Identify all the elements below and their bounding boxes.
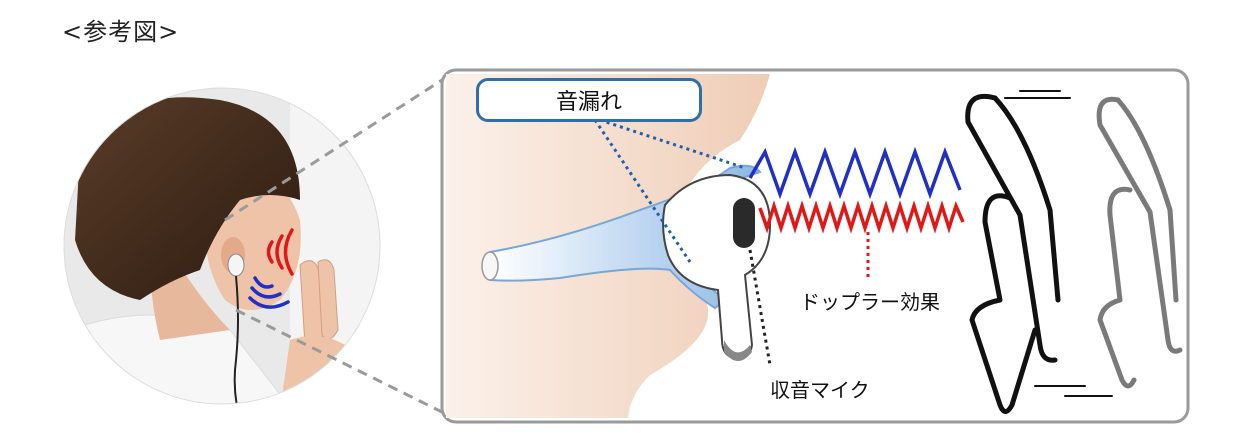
red-sound-wave [758, 200, 965, 234]
photo-circle-border [63, 87, 381, 405]
blue-sound-wave [748, 146, 962, 200]
doppler-effect-label: ドップラー効果 [800, 290, 940, 314]
sound-leak-label-box: 音漏れ [476, 78, 702, 122]
hand-gray-outline [1096, 96, 1183, 389]
photo-blue-sound-arcs [248, 276, 290, 309]
figure-title: <参考図> [62, 18, 180, 46]
person-photo [64, 88, 380, 404]
hand-black-outline [965, 90, 1113, 414]
microphone-element [733, 198, 755, 248]
earbud [662, 173, 772, 361]
sound-leak-label: 音漏れ [555, 90, 622, 115]
photo-red-sound-arcs [266, 228, 294, 276]
mic-label: 収音マイク [770, 378, 870, 402]
leak-dotted-lines [593, 118, 746, 263]
zoom-connectors [224, 78, 443, 414]
detail-frame [440, 68, 1190, 424]
mic-pointer [748, 249, 772, 366]
